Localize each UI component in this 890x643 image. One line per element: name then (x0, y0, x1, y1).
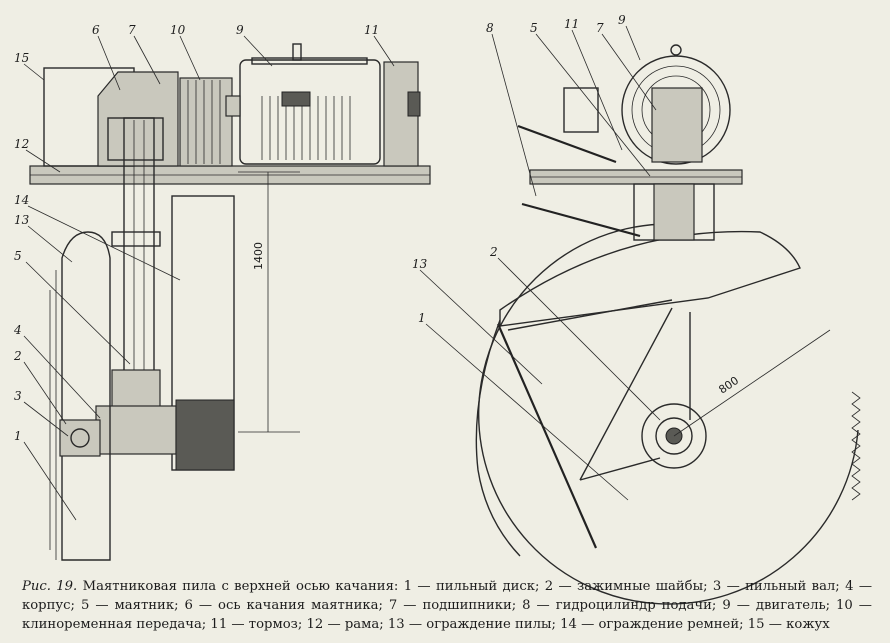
saw-blade (477, 223, 859, 605)
part-label: 13 (412, 257, 428, 271)
part-label: 10 (170, 23, 186, 37)
part-label: 5 (530, 21, 538, 35)
part-label: 14 (14, 193, 29, 207)
part-label: 2 (13, 349, 22, 363)
brake-box (563, 87, 599, 133)
v-belt-pulley (179, 77, 233, 167)
part-label: 1 (418, 311, 426, 325)
part-label: 9 (236, 23, 244, 37)
part-label: 13 (14, 213, 30, 227)
part-label: 7 (128, 23, 136, 37)
housing (95, 405, 177, 455)
part-label: 7 (596, 21, 604, 35)
clamp-washer (641, 403, 707, 469)
motor-end-view (621, 55, 731, 165)
part-label: 12 (14, 137, 29, 151)
part-label: 3 (14, 389, 22, 403)
part-label: 6 (92, 23, 100, 37)
part-label: 1 (14, 429, 22, 443)
saw-guard (499, 230, 801, 327)
part-label: 2 (489, 245, 498, 259)
caption-prefix: Рис. 19. (22, 579, 78, 594)
part-label: 11 (564, 17, 579, 31)
part-labels: 15 12 6 7 10 9 11 14 13 5 4 2 3 1 8 5 11… (13, 13, 661, 521)
part-label: 4 (13, 323, 22, 337)
part-label: 5 (14, 249, 22, 263)
dimension-height: 1400 (252, 242, 265, 270)
part-label: 11 (364, 23, 379, 37)
figure-caption: Рис. 19. Маятниковая пила с верхней осью… (22, 577, 872, 634)
part-label: 15 (14, 51, 29, 65)
right-view: 800 (475, 44, 861, 605)
hydraulic-cylinder (517, 124, 617, 164)
part-label: 9 (618, 13, 626, 27)
saw-blade-edge (61, 231, 111, 561)
left-view: 1400 (29, 43, 431, 561)
caption-text: Маятниковая пила с верхней осью качания:… (22, 579, 873, 632)
part-label: 8 (486, 21, 494, 35)
